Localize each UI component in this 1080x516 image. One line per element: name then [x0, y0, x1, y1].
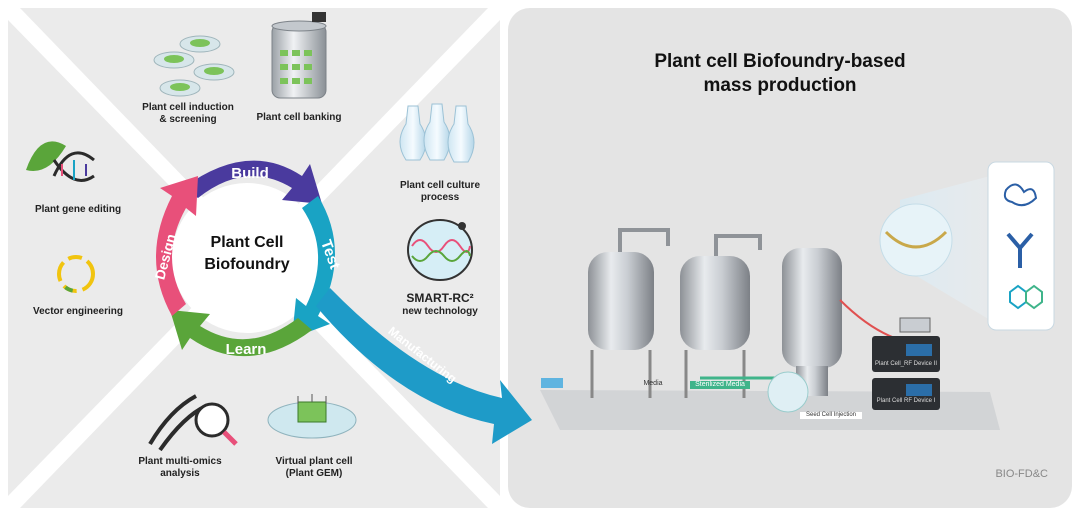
bio-fdc-tag: BIO-FD&C: [995, 468, 1048, 480]
center-title: Plant Cell Biofoundry: [192, 232, 302, 275]
dna-leaf-icon: [26, 141, 95, 182]
label-device-1: Plant Cell RF Device I: [876, 398, 936, 404]
sector-top: [20, 8, 488, 250]
antibody-icon: [1006, 232, 1034, 268]
label-banking: Plant cell banking: [256, 112, 342, 123]
zoom-callout-circle: [879, 203, 953, 277]
center-title-line2: Biofoundry: [204, 255, 290, 273]
build-arrow: Build: [183, 160, 322, 204]
dna-magnifier-icon: [148, 394, 238, 452]
label-multiomics: Plant multi-omics analysis: [138, 456, 222, 479]
plasmid-icon: [57, 255, 95, 293]
label-smart-rc: SMART-RC²: [406, 291, 474, 305]
label-induction: Plant cell induction & screening: [142, 102, 234, 125]
seed-cell-zoom: [767, 371, 809, 413]
center-title-line1: Plant Cell: [210, 234, 284, 251]
label-smart-rc-sub: new technology: [402, 306, 478, 317]
protein-structure-icon: [1003, 183, 1038, 207]
sector-bottom: [20, 266, 488, 508]
right-title: Plant cell Biofoundry-based mass product…: [654, 51, 906, 96]
label-sterilized-media: Sterilized Media: [690, 381, 750, 390]
tank-2: [680, 256, 750, 350]
tank-3: [782, 248, 842, 368]
label-media: Media: [643, 380, 663, 387]
label-seed-injection: Seed Cell Injection: [800, 412, 862, 419]
learn-arrow: Learn: [170, 310, 312, 358]
label-gene-editing: Plant gene editing: [34, 204, 122, 215]
sector-left: [8, 20, 240, 496]
cell-bank-tank-icon: [271, 12, 327, 99]
virtual-cell-chip-icon: [267, 394, 357, 439]
compound-structure-icon: [1009, 284, 1043, 310]
petri-dishes-icon: [153, 35, 235, 97]
center-circle: [172, 183, 322, 333]
learn-label: Learn: [226, 341, 267, 358]
tank-1: [588, 252, 654, 350]
label-device-2: Plant Cell_RF Device II: [874, 361, 938, 367]
build-label: Build: [231, 165, 269, 182]
label-culture: Plant cell culture process: [399, 180, 481, 203]
label-virtual-cell: Virtual plant cell (Plant GEM): [275, 456, 353, 479]
culture-flasks-icon: [399, 103, 475, 163]
label-vector: Vector engineering: [32, 306, 124, 317]
smart-rc-bioreactor-icon: [407, 219, 473, 281]
